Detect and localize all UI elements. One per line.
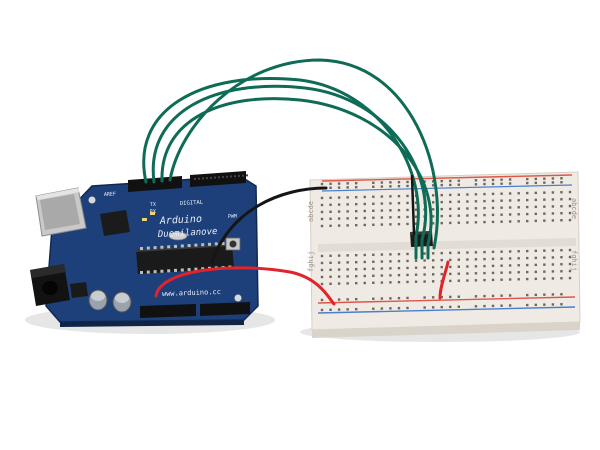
reset-button [225,237,241,251]
mounting-hole [234,294,242,302]
mounting-hole [88,196,96,204]
website-text: www.arduino.cc [162,288,221,298]
center-channel [318,238,576,252]
row-letters-bottom-left: fghij [307,251,315,272]
power-jack [30,264,70,306]
model-text: Duemilanove [157,227,218,240]
capacitors [88,289,132,313]
top-blue-rail-line [321,184,573,192]
arduino-board: Arduino Duemilanove DIGITAL PWM TX RX AR… [30,171,259,327]
black-wire-gnd [210,186,328,264]
digital-header [128,171,248,192]
tx-text: TX [150,202,156,208]
led [142,218,147,221]
green-wire-1 [142,77,420,238]
red-jumper [438,260,450,300]
pwm-text: PWM [228,214,237,220]
usb-chip [100,210,130,236]
aref-text: AREF [104,191,116,198]
bottom-red-rail-line [317,296,576,304]
usb-connector [35,187,87,237]
breadboard-holes [320,177,572,312]
microcontroller-chip [136,241,234,274]
led [150,212,155,215]
power-analog-header [140,302,250,318]
brand-text: Arduino [159,214,203,227]
row-letters-top-left: abcde [307,201,315,222]
crystal [168,231,188,241]
red-wire-5v [154,266,336,306]
voltage-regulator [70,282,88,298]
rx-text: RX [150,209,156,215]
breadboard: abcde fghij abcde fghij [307,171,581,338]
top-red-rail-line [321,174,573,182]
row-letters-top-right: abcde [570,198,578,219]
bottom-blue-rail-line [317,306,576,314]
black-wire-sensor [410,174,416,236]
green-wire-3 [160,97,433,246]
row-letters-bottom-right: fghij [570,250,578,271]
green-wire-4 [168,58,439,250]
digital-header-text: DIGITAL [180,200,204,207]
wires [142,58,450,306]
